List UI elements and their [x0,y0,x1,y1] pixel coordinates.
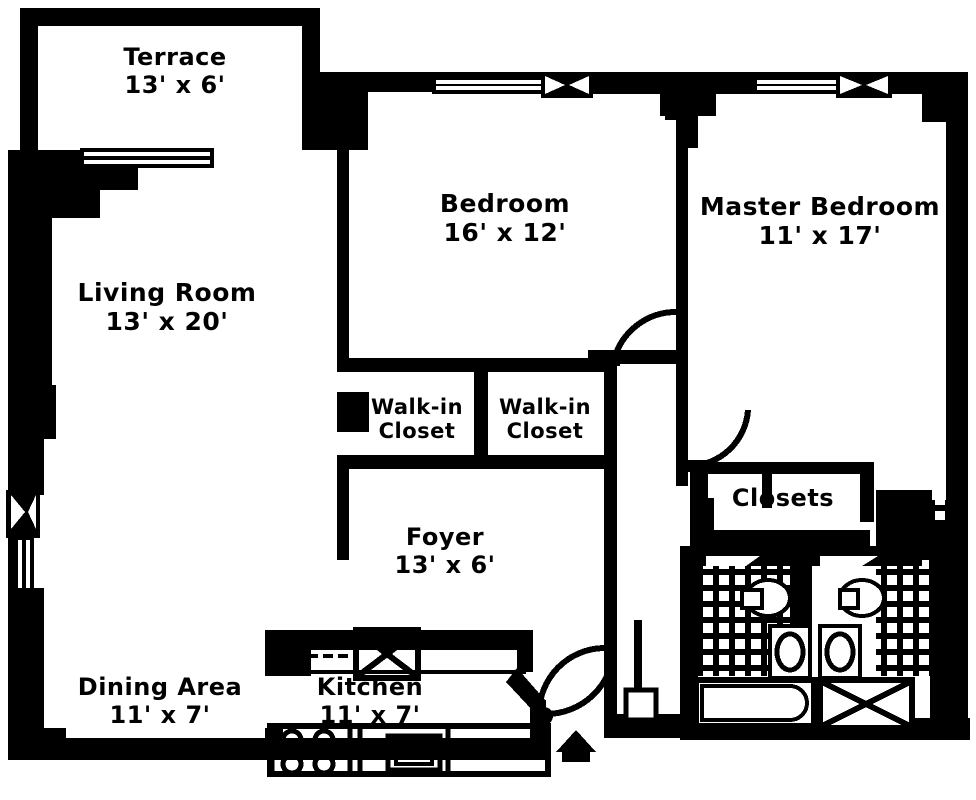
room-label-walk-in-closet-2: Walk-in Closet [499,395,591,444]
wall-right-notch [922,92,948,122]
door-bedroom-swing [611,309,677,361]
wall-terrace-left [20,8,38,150]
bath-left-fixtures [693,552,817,729]
window-master-top [753,72,892,98]
kitchen-fixture-layer [267,627,551,777]
wall-right-outer [946,90,968,520]
window-living-left [6,490,40,590]
wall-living-foyer-divider [337,460,349,560]
door-kitchen-swing [545,647,617,717]
bath-right-fixtures [812,500,956,731]
room-label-closets: Closets [731,484,835,513]
wall-hall-stub [634,620,642,720]
room-dims-master-bedroom: 11' x 17' [758,221,882,250]
room-label-dining-area: Dining Area 11' x 7' [77,673,243,730]
wall-living-left-jog2 [48,190,100,218]
foyer-small-box [623,687,659,723]
kitchen-sink-icon [385,733,443,773]
window-layer [6,72,892,590]
room-name-terrace: Terrace [123,43,227,71]
bath-left-tile-hatch [694,566,790,676]
entry-arrow-icon [556,730,596,762]
room-dims-walk-in-closet-2: Closet [506,419,584,444]
room-name-living-room: Living Room [77,278,257,307]
room-dims-dining-area: 11' x 7' [109,700,211,729]
wall-master-door-jamb [688,108,698,148]
door-entry-swing [536,645,605,715]
wall-closet-divider [474,358,488,469]
wall-foyer-right-upper [604,518,617,588]
room-dims-bedroom: 16' x 12' [443,218,567,247]
bath-right-shower-icon [817,677,915,731]
door-master-swing [689,409,751,469]
wall-left-below-window [8,588,44,743]
room-label-kitchen: Kitchen 11' x 7' [316,673,424,730]
wall-kitchen-left-block [265,630,311,676]
room-name-walk-in-closet-1: Walk-in [370,395,464,419]
bath-left-sink-icon [768,624,812,680]
room-dims-kitchen: 11' x 7' [319,700,421,729]
wall-bedroom-master-divider-lower [676,366,688,486]
room-name-dining-area: Dining Area [77,673,243,701]
room-dims-living-room: 13' x 20' [105,307,229,336]
wall-closet-right [604,358,617,518]
wall-left-lower [8,435,44,495]
room-label-bedroom: Bedroom 16' x 12' [440,189,570,247]
wall-closets-block-header [690,462,860,474]
bath-right-sink-icon [818,624,862,680]
bath-left-tub-icon [693,677,817,729]
room-name-bedroom: Bedroom [439,189,571,218]
wall-bedroom-master-divider [676,116,688,366]
window-living-terrace [80,148,214,168]
room-label-living-room: Living Room 13' x 20' [78,278,257,336]
bath-right-tile-hatch [876,500,956,676]
room-name-kitchen: Kitchen [316,673,424,701]
door-leaf-master [684,460,710,472]
room-name-closets: Closets [731,484,835,512]
kitchen-upper-cabinet [353,627,421,681]
room-label-terrace: Terrace 13' x 6' [123,43,227,100]
room-label-foyer: Foyer 13' x 6' [394,523,496,580]
door-hinge-entry [535,707,553,725]
bath-right-toilet-icon [838,578,886,618]
window-bedroom-top [432,72,593,98]
wall-closets-bottom-band [690,530,870,546]
door-leaf-layer [535,354,710,725]
wall-living-left-bump [30,385,56,439]
wall-closets-right-edge [860,462,874,522]
wall-top-bedroom [320,72,440,92]
room-dims-terrace: 13' x 6' [124,70,226,99]
wall-closet-small-box [690,498,714,532]
wall-master-door-head [665,108,695,120]
room-label-master-bedroom: Master Bedroom 11' x 17' [700,192,940,250]
kitchen-stove-icon [269,723,353,777]
wall-bottom-left-notch [44,728,66,746]
wall-closets-inner-stub [762,474,772,508]
room-dims-walk-in-closet-1: Closet [378,419,456,444]
bath-left-toilet-icon [740,578,792,618]
door-leaf-bedroom [596,354,620,366]
wall-layer [8,8,970,760]
wall-terrace-top [20,8,320,26]
wall-terrace-right [302,8,320,150]
room-dims-foyer: 13' x 6' [394,550,496,579]
wall-closet-left-hook [337,392,369,432]
room-name-walk-in-closet-2: Walk-in [498,395,592,419]
room-label-walk-in-closet-1: Walk-in Closet [371,395,463,444]
wall-living-bedroom-divider [337,150,349,360]
wall-top-between-win1 [593,72,753,94]
room-name-master-bedroom: Master Bedroom [699,192,941,221]
room-name-foyer: Foyer [405,523,485,551]
